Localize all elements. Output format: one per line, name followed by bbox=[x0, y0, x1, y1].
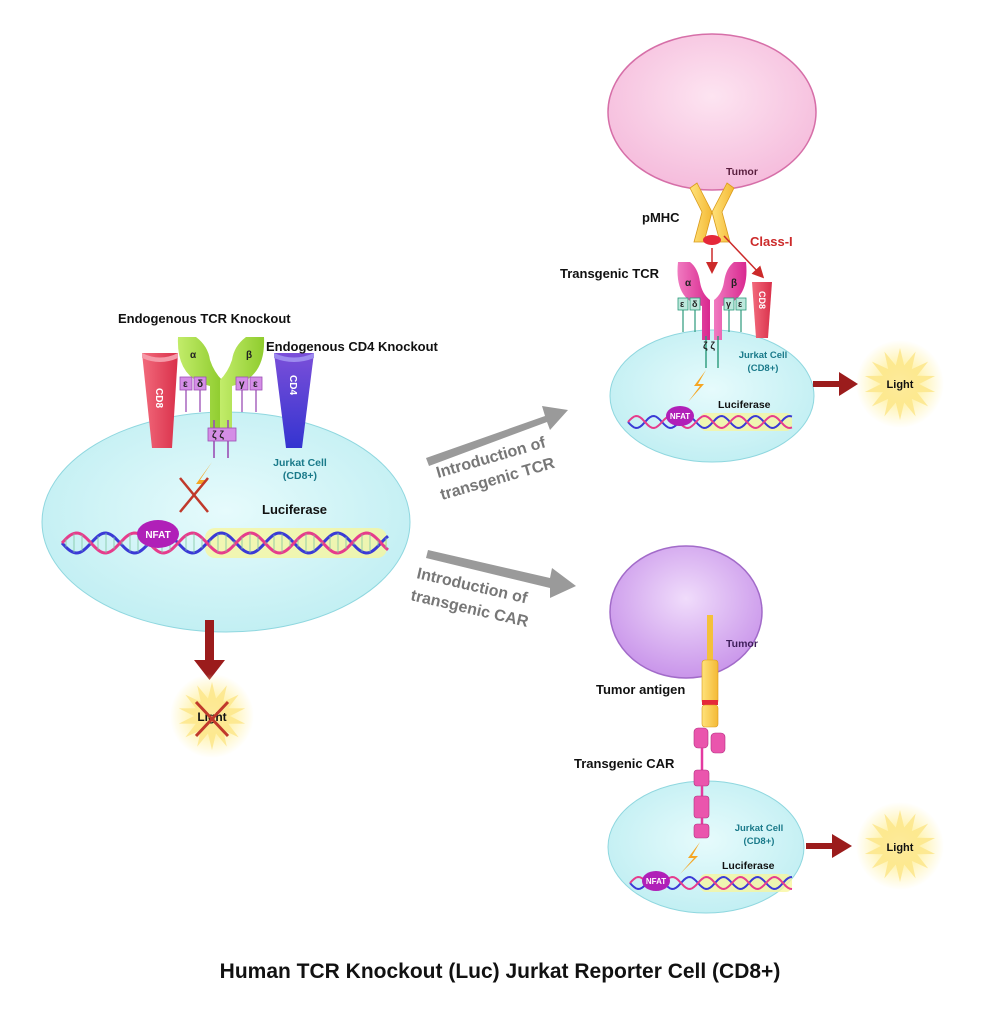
light-label-tcr: Light bbox=[887, 379, 914, 391]
blocked-signal-icon bbox=[179, 462, 212, 513]
nfat-tcr: NFAT bbox=[666, 406, 694, 426]
tumor-label-car: Tumor bbox=[726, 638, 758, 650]
class-i-label: Class-I bbox=[750, 234, 793, 249]
tumor-label-tcr: Tumor bbox=[726, 166, 758, 178]
luciferase-label-tcr: Luciferase bbox=[718, 399, 771, 411]
left-panel: CD8 CD4 α β ε δ γ ε bbox=[41, 311, 439, 758]
delta-label-tcr: δ bbox=[692, 299, 698, 309]
transgenic-car-label: Transgenic CAR bbox=[574, 756, 675, 771]
pmhc-molecule bbox=[689, 182, 735, 245]
light-blocked-left: Light bbox=[170, 674, 254, 758]
figure-title: Human TCR Knockout (Luc) Jurkat Reporter… bbox=[220, 960, 781, 983]
endogenous-tcr-knockout-label: Endogenous TCR Knockout bbox=[118, 311, 291, 326]
cd8-receptor-left: CD8 bbox=[142, 353, 178, 448]
epsilon-left-label: ε bbox=[183, 379, 188, 390]
epsilon-left-label-tcr: ε bbox=[680, 299, 685, 309]
alpha-label-tcr: α bbox=[685, 278, 692, 289]
delta-label-left: δ bbox=[197, 379, 203, 390]
arrow-to-tcr: Introduction of transgenic TCR bbox=[426, 406, 568, 504]
arrow-to-car: Introduction of transgenic CAR bbox=[409, 550, 576, 631]
light-label-car: Light bbox=[887, 842, 914, 854]
light-tcr: Light bbox=[856, 340, 944, 428]
pmhc-label: pMHC bbox=[642, 210, 680, 225]
luciferase-label-car: Luciferase bbox=[722, 860, 775, 872]
zeta-label-left: ζ ζ bbox=[212, 430, 224, 441]
beta-label-tcr: β bbox=[731, 278, 737, 289]
signal-lightning-tcr bbox=[688, 370, 706, 402]
nfat-label-car: NFAT bbox=[646, 877, 666, 886]
tumor-cell-tcr bbox=[607, 33, 817, 191]
cd8-label-tcr: CD8 bbox=[757, 291, 767, 309]
jurkat-cell-label-car-2: (CD8+) bbox=[744, 836, 775, 847]
epsilon-right-label: ε bbox=[253, 379, 258, 390]
tumor-antigen bbox=[701, 615, 719, 728]
jurkat-cell-label-tcr-1: Jurkat Cell bbox=[739, 350, 788, 361]
nfat-left: NFAT bbox=[137, 520, 179, 548]
dna-tcr bbox=[627, 413, 793, 431]
transgenic-car-receptor bbox=[693, 727, 726, 839]
light-car: Light bbox=[856, 802, 944, 890]
down-arrow-left bbox=[194, 620, 225, 680]
right-arrow-car bbox=[806, 834, 852, 858]
tcr-left: α β ε δ γ ε ζ ζ bbox=[177, 337, 265, 458]
cd8-receptor-tcr: CD8 bbox=[752, 282, 772, 338]
endogenous-cd4-knockout-label: Endogenous CD4 Knockout bbox=[266, 339, 439, 354]
jurkat-cell-label-left-2: (CD8+) bbox=[283, 470, 317, 482]
signal-lightning-car bbox=[680, 842, 700, 874]
zeta-label-tcr: ζ ζ bbox=[703, 341, 715, 352]
gamma-label-left: γ bbox=[239, 379, 245, 390]
gamma-label-tcr: γ bbox=[726, 299, 731, 309]
right-arrow-tcr bbox=[813, 372, 858, 396]
nfat-car: NFAT bbox=[642, 871, 670, 891]
nfat-label-tcr: NFAT bbox=[670, 412, 690, 421]
jurkat-cell-left bbox=[41, 411, 411, 633]
epsilon-right-label-tcr: ε bbox=[738, 299, 743, 309]
beta-label-left: β bbox=[246, 350, 252, 361]
cd4-label-left: CD4 bbox=[287, 375, 298, 395]
jurkat-cell-label-tcr-2: (CD8+) bbox=[748, 363, 779, 374]
cd4-receptor-left: CD4 bbox=[274, 353, 314, 448]
alpha-label-left: α bbox=[190, 350, 197, 361]
cd8-label-left: CD8 bbox=[153, 388, 164, 408]
luciferase-label-left: Luciferase bbox=[262, 502, 327, 517]
jurkat-cell-label-car-1: Jurkat Cell bbox=[735, 823, 784, 834]
car-panel: Tumor Tumor antigen Transgenic CAR Jurka… bbox=[574, 545, 944, 914]
transgenic-tcr-receptor: α β ε δ γ ε ζ ζ bbox=[677, 262, 747, 368]
tcr-panel: Tumor pMHC Class-I Transgenic TCR α β ε … bbox=[560, 33, 944, 463]
nfat-label-left: NFAT bbox=[145, 530, 170, 541]
tumor-antigen-label: Tumor antigen bbox=[596, 682, 685, 697]
dna-left bbox=[60, 528, 389, 558]
transgenic-tcr-label: Transgenic TCR bbox=[560, 266, 660, 281]
jurkat-cell-label-left-1: Jurkat Cell bbox=[273, 457, 327, 469]
tumor-cell-car bbox=[609, 545, 763, 679]
